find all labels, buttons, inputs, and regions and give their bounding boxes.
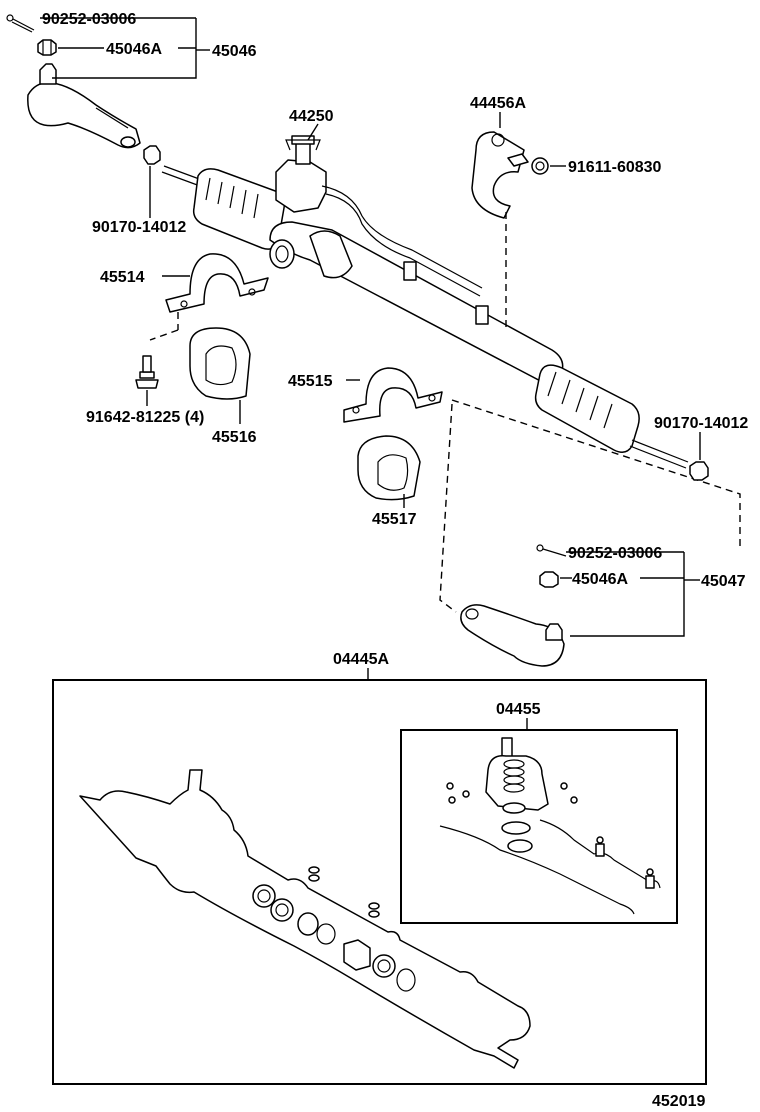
bolt-icon — [135, 355, 159, 389]
lock-nut-lh-icon — [143, 145, 161, 165]
castle-nut-top-icon — [37, 39, 57, 56]
label-cotter-pin-top: 90252-03006 — [42, 11, 136, 28]
label-kit-sub: 04455 — [496, 701, 541, 718]
label-bracket-rh: 45515 — [288, 373, 333, 390]
steering-rack-housing-icon — [161, 135, 689, 469]
tie-rod-end-lh-icon — [27, 63, 141, 149]
kit-rack-housing-icon — [79, 769, 531, 1069]
sub-kit-box — [400, 729, 678, 924]
castle-nut-bottom-icon — [539, 571, 559, 588]
grommet-lh-icon — [189, 327, 251, 400]
label-bracket-44456a: 44456A — [470, 95, 526, 112]
sub-kit-valve-housing-icon — [439, 737, 661, 915]
grommet-rh-icon — [357, 435, 421, 501]
label-tie-rod-end-rh: 45047 — [701, 573, 746, 590]
label-lock-nut-rh: 90170-14012 — [654, 415, 748, 432]
label-cotter-pin-bottom: 90252-03006 — [568, 545, 662, 562]
label-grommet-rh: 45517 — [372, 511, 417, 528]
label-grommet-lh: 45516 — [212, 429, 257, 446]
bracket-rh-icon — [343, 367, 443, 423]
diagram-id: 452019 — [652, 1093, 705, 1110]
bracket-44456a-icon — [471, 131, 529, 219]
label-nut-top: 45046A — [106, 41, 162, 58]
label-lock-nut-lh: 90170-14012 — [92, 219, 186, 236]
label-nut-bracket: 91611-60830 — [568, 159, 662, 176]
tie-rod-end-rh-icon — [460, 604, 565, 667]
cotter-pin-bottom-icon — [536, 544, 567, 557]
label-tie-rod-end-lh: 45046 — [212, 43, 257, 60]
label-gear-assy: 44250 — [289, 108, 334, 125]
label-bolt: 91642-81225 (4) — [86, 409, 204, 426]
cotter-pin-top-icon — [6, 14, 35, 33]
label-nut-bottom: 45046A — [572, 571, 628, 588]
lock-nut-rh-icon — [689, 461, 709, 481]
label-bracket-lh: 45514 — [100, 269, 145, 286]
bracket-lh-icon — [165, 253, 269, 313]
nut-bracket-icon — [531, 157, 549, 175]
gasket-kit-box — [52, 679, 707, 1085]
label-gasket-kit: 04445A — [333, 651, 389, 668]
